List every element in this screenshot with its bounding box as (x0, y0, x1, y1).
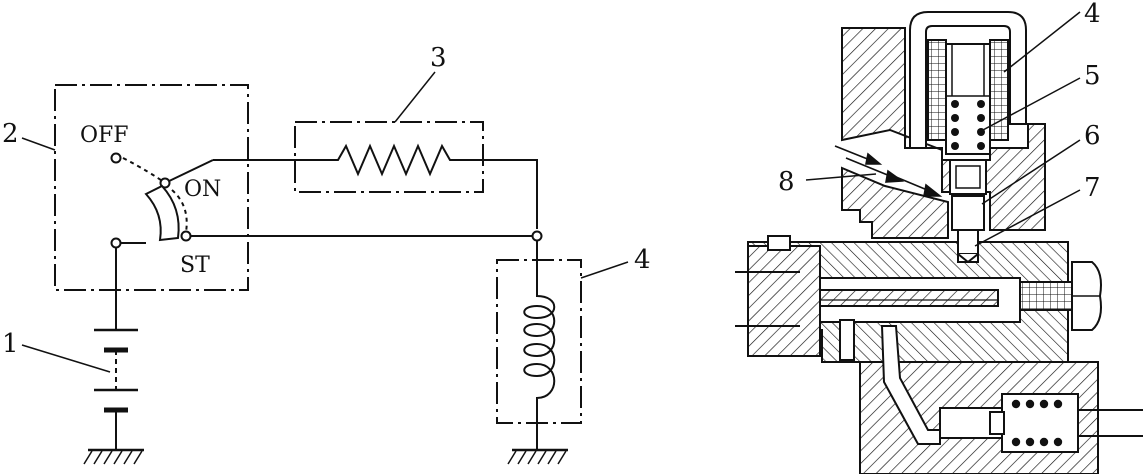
callout-5: 5 (1084, 61, 1101, 91)
check-valve-spring (1011, 399, 1063, 447)
callout-3: 3 (430, 43, 447, 73)
off-terminal (110, 152, 122, 164)
leader-5 (982, 77, 1081, 131)
leader-4-circuit (580, 261, 629, 279)
on-terminal (159, 177, 171, 189)
start-swing-dotted (171, 189, 188, 233)
battery (94, 328, 138, 450)
callout-7: 7 (1084, 173, 1101, 203)
resistor-element (325, 143, 483, 177)
leader-7 (974, 189, 1081, 247)
leader-2 (21, 137, 56, 151)
circuit-diagram (21, 71, 629, 465)
switch-label-off: OFF (80, 123, 129, 148)
armature-housing (945, 43, 991, 155)
callout-4-circuit: 4 (634, 245, 651, 275)
switch-label-on: ON (184, 177, 221, 202)
locating-pin (839, 319, 855, 361)
upper-casting (841, 27, 1046, 231)
leader-6 (981, 139, 1081, 205)
resistor-housing (294, 121, 484, 193)
junction-node (531, 230, 543, 242)
plunger-stem (951, 195, 985, 231)
valve-spool (797, 289, 999, 307)
left-flange (747, 245, 821, 357)
return-spring (951, 100, 985, 150)
solenoid-winding-left (927, 39, 947, 141)
callout-4-valve: 4 (1084, 0, 1101, 29)
wire-resistor-to-node (483, 159, 538, 229)
leader-8 (805, 173, 877, 181)
callout-1: 1 (2, 329, 19, 359)
right-plug (1019, 281, 1076, 311)
coil-winding (523, 282, 556, 450)
callout-8: 8 (778, 167, 795, 197)
start-terminal (180, 230, 192, 242)
coil-housing (496, 259, 582, 424)
switch-rotor (144, 184, 180, 242)
leader-1 (21, 344, 111, 373)
valve-labels: 4 5 6 7 8 (778, 0, 1101, 203)
ignition-switch-housing (54, 84, 249, 291)
battery-terminal (110, 237, 122, 249)
leader-3 (394, 71, 436, 123)
switch-swing-dotted (122, 157, 166, 184)
switch-contact-arm (164, 159, 214, 184)
valve-cross-section (735, 11, 1143, 474)
fuel-inlet-arrows (834, 145, 943, 197)
callout-6: 6 (1084, 121, 1101, 151)
circuit-labels: 1 2 3 4 OFF ON ST (2, 43, 651, 359)
solenoid-cap (909, 11, 1027, 149)
callout-2: 2 (2, 119, 19, 149)
leader-4-valve (1003, 11, 1081, 73)
lower-casting (841, 166, 949, 239)
left-boss (767, 235, 791, 251)
valve-needle (957, 229, 979, 255)
switch-label-st: ST (180, 253, 210, 278)
